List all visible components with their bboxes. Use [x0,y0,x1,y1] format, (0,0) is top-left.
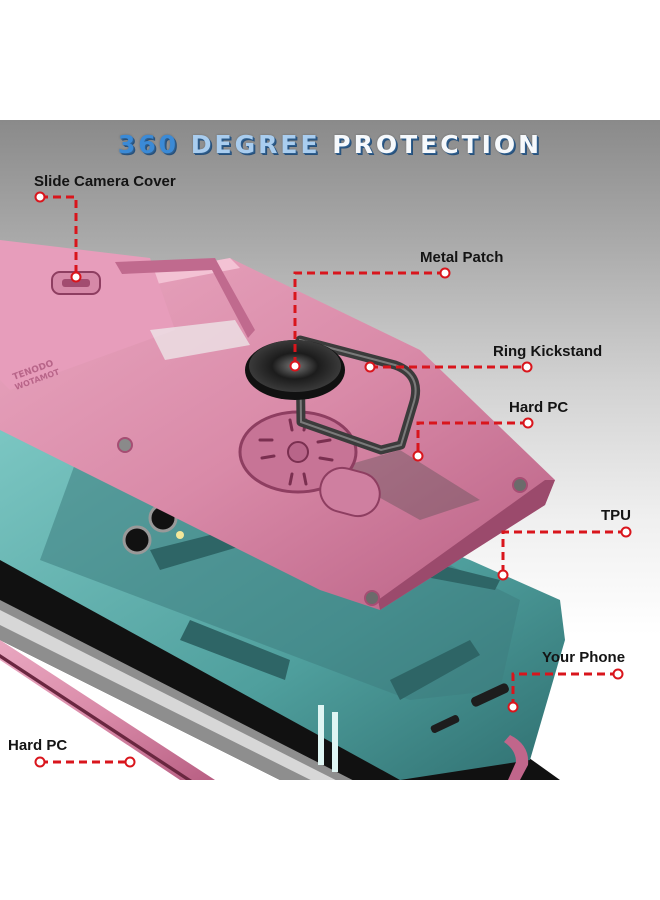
hard-pc-shell: TENODO WOTAMOT [0,240,555,610]
callout-label-your-phone: Your Phone [542,649,626,666]
callout-label-metal-patch: Metal Patch [420,249,504,266]
callout-label-tpu: TPU [601,507,631,524]
callout-dots [34,191,632,768]
product-infographic: 360 DEGREE PROTECTION [0,120,660,780]
callout-label-ring-kickstand: Ring Kickstand [493,343,603,360]
callout-label-hard-pc-right: Hard PC [509,399,569,416]
hard-pc-rail [0,640,529,780]
callout-label-slide-camera-cover: Slide Camera Cover [34,173,176,190]
headline-part-protection: PROTECTION [332,130,543,159]
exploded-case-illustration: TENODO WOTAMOT [0,191,632,780]
headline-part-360: 360 [117,130,180,159]
callout-lines [40,195,626,764]
callout-label-hard-pc-left: Hard PC [8,737,68,754]
headline-part-degree: DEGREE [190,130,321,159]
headline: 360 DEGREE PROTECTION [0,130,660,159]
